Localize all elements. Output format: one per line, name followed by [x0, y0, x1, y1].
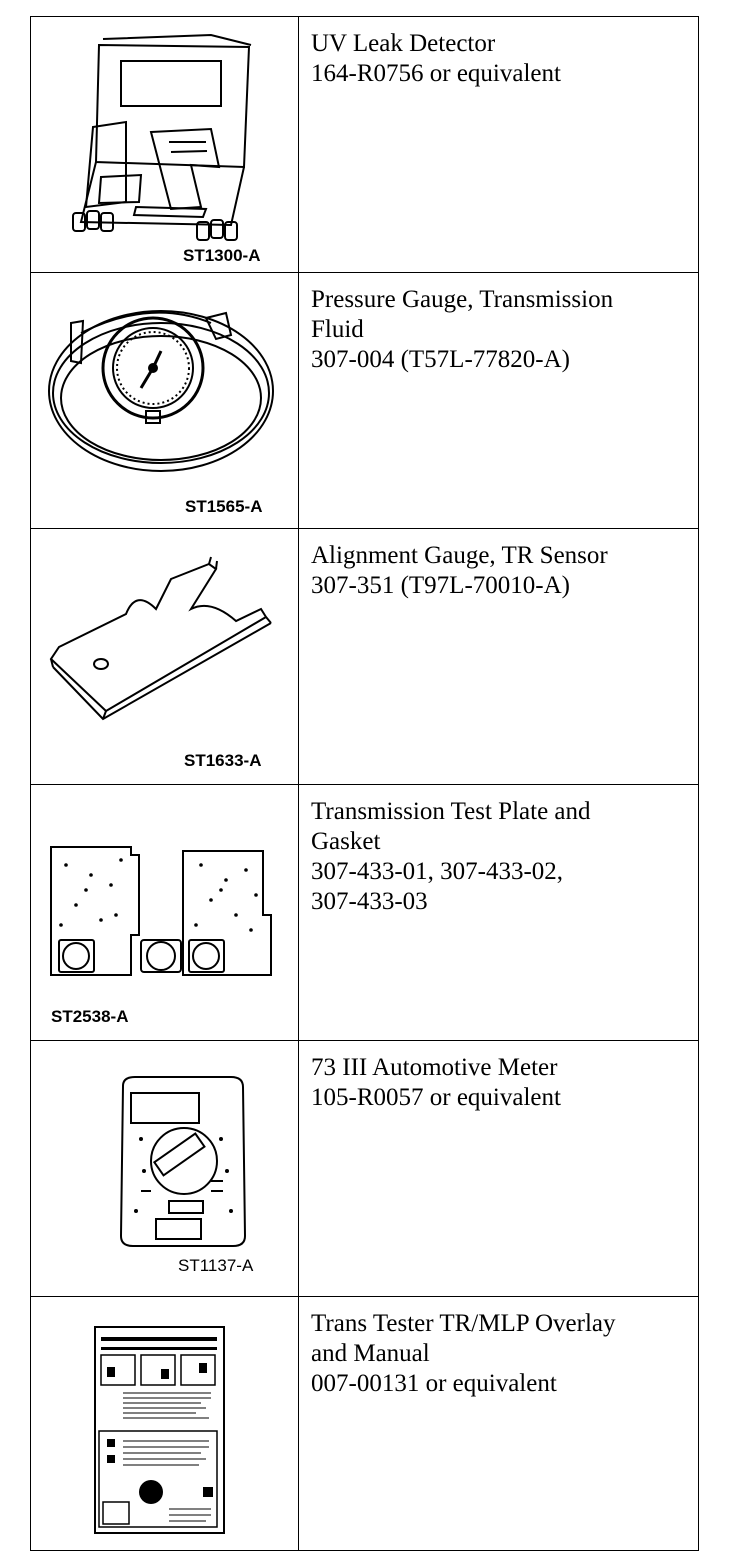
tool-illustration-cell: ST1300-A	[30, 16, 299, 273]
tool-description-cell: Alignment Gauge, TR Sensor 307-351 (T97L…	[298, 528, 699, 785]
tool-description-cell: UV Leak Detector 164-R0756 or equivalent	[298, 16, 699, 273]
tool-description-cell: Transmission Test Plate and Gasket 307-4…	[298, 784, 699, 1041]
tool-illustration-cell	[30, 1296, 299, 1551]
tool-illustration-cell: ST1633-A	[30, 528, 299, 785]
tool-illustration-cell: ST2538-A	[30, 784, 299, 1041]
tool-row: ST1633-A Alignment Gauge, TR Sensor 307-…	[30, 528, 699, 785]
tool-description: UV Leak Detector 164-R0756 or equivalent	[311, 30, 561, 87]
test-plate-gasket-icon	[50, 846, 272, 976]
tool-description: 73 III Automotive Meter 105-R0057 or equ…	[311, 1054, 561, 1111]
tool-code-label: ST1300-A	[183, 246, 261, 265]
tool-row: ST1300-A UV Leak Detector 164-R0756 or e…	[30, 16, 699, 273]
uv-leak-detector-kit-icon	[72, 33, 252, 241]
tool-description-cell: Pressure Gauge, Transmission Fluid 307-0…	[298, 272, 699, 529]
tool-code-label: ST1633-A	[184, 751, 262, 770]
tool-description-cell: 73 III Automotive Meter 105-R0057 or equ…	[298, 1040, 699, 1297]
tool-row: Trans Tester TR/MLP Overlay and Manual 0…	[30, 1296, 699, 1551]
tool-code-label: ST1565-A	[185, 497, 263, 516]
multimeter-icon	[119, 1076, 247, 1247]
tool-description: Trans Tester TR/MLP Overlay and Manual 0…	[311, 1310, 616, 1397]
tool-row: ST1565-A Pressure Gauge, Transmission Fl…	[30, 272, 699, 529]
tool-description-cell: Trans Tester TR/MLP Overlay and Manual 0…	[298, 1296, 699, 1551]
tool-illustration-cell: ST1137-A	[30, 1040, 299, 1297]
tool-code-label: ST1137-A	[178, 1256, 254, 1275]
tool-description: Alignment Gauge, TR Sensor 307-351 (T97L…	[311, 542, 608, 599]
tool-description: Transmission Test Plate and Gasket 307-4…	[311, 798, 591, 915]
alignment-gauge-icon	[49, 556, 272, 721]
tool-row: ST1137-A 73 III Automotive Meter 105-R00…	[30, 1040, 699, 1297]
special-tools-table: ST1300-A UV Leak Detector 164-R0756 or e…	[30, 16, 699, 1551]
tool-row: ST2538-A Transmission Test Plate and Gas…	[30, 784, 699, 1041]
pressure-gauge-icon	[48, 310, 274, 472]
tool-illustration-cell: ST1565-A	[30, 272, 299, 529]
tool-code-label: ST2538-A	[51, 1007, 129, 1026]
overlay-manual-icon	[94, 1326, 225, 1534]
tool-description: Pressure Gauge, Transmission Fluid 307-0…	[311, 286, 614, 373]
